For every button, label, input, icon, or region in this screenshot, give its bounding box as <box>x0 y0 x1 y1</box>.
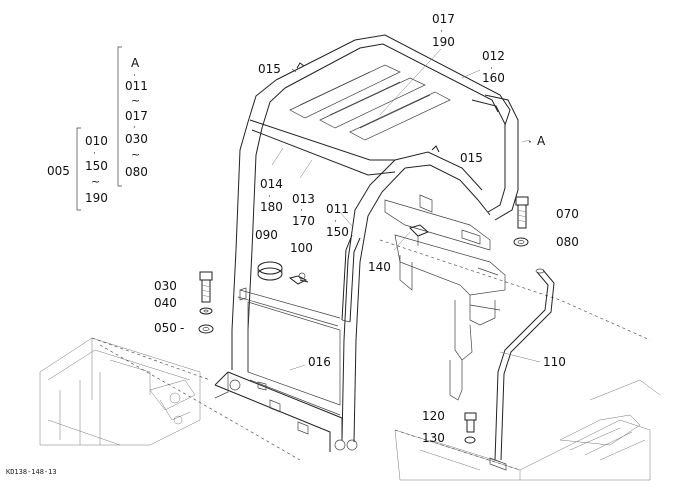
label-140: 140 <box>368 260 391 274</box>
label-180: 180 <box>260 200 283 214</box>
label-090: 090 <box>255 228 278 242</box>
group-b-from: 010 <box>85 134 108 148</box>
label-011: 011 <box>326 202 349 216</box>
label-012: 012 <box>482 49 505 63</box>
group-a-from: 011 <box>125 79 148 93</box>
pipe-110 <box>489 268 555 471</box>
label-110: 110 <box>543 355 566 369</box>
label-016: 016 <box>308 355 331 369</box>
label-160: 160 <box>482 71 505 85</box>
group-a-letter: A <box>131 56 140 70</box>
hardware-parts <box>198 62 529 444</box>
group-a-dot-2: · <box>133 123 136 133</box>
group-a-dot-1: · <box>133 71 136 81</box>
label-005: 005 <box>47 164 70 178</box>
label-015-right: 015 <box>460 151 483 165</box>
label-030: 030 <box>154 279 177 293</box>
label-050: 050 <box>154 321 177 335</box>
label-190-top: 190 <box>432 35 455 49</box>
ref-marker-a: A <box>537 134 546 148</box>
leader-lines <box>271 48 541 371</box>
group-a-mid: 017 <box>125 109 148 123</box>
label-040: 040 <box>154 296 177 310</box>
label-017: 017 <box>432 12 455 26</box>
label-150: 150 <box>326 225 349 239</box>
drawing-code: KD138-148-13 <box>6 468 57 476</box>
machine-body-lower-right <box>379 239 661 481</box>
group-b-dot: · <box>93 149 96 159</box>
group-a-tilde-1: ~ <box>131 94 141 107</box>
dot-014-180: · <box>268 192 271 202</box>
group-b-to: 190 <box>85 191 108 205</box>
mounting-bracket <box>384 194 506 401</box>
label-120: 120 <box>422 409 445 423</box>
group-a-to: 080 <box>125 165 148 179</box>
machine-body-lower-left <box>39 337 301 461</box>
dot-011-150: · <box>334 217 337 227</box>
label-080: 080 <box>556 235 579 249</box>
label-013: 013 <box>292 192 315 206</box>
dash-050: - <box>180 321 185 335</box>
label-015-top: 015 <box>258 62 281 76</box>
label-014: 014 <box>260 177 283 191</box>
label-100: 100 <box>290 241 313 255</box>
group-a-tilde-2: ~ <box>131 148 141 161</box>
dot-013-170: · <box>300 206 303 216</box>
group-b-tilde: ~ <box>91 175 101 188</box>
group-a-mid2: 030 <box>125 132 148 146</box>
group-brackets <box>76 46 122 211</box>
label-170: 170 <box>292 214 315 228</box>
dot-017-190: · <box>440 27 443 37</box>
ref-a-dot: · <box>528 135 532 149</box>
label-070: 070 <box>556 207 579 221</box>
label-130: 130 <box>422 431 445 445</box>
rops-frame <box>214 34 519 452</box>
group-b-mid: 150 <box>85 159 108 173</box>
dot-012-160: · <box>490 64 493 74</box>
